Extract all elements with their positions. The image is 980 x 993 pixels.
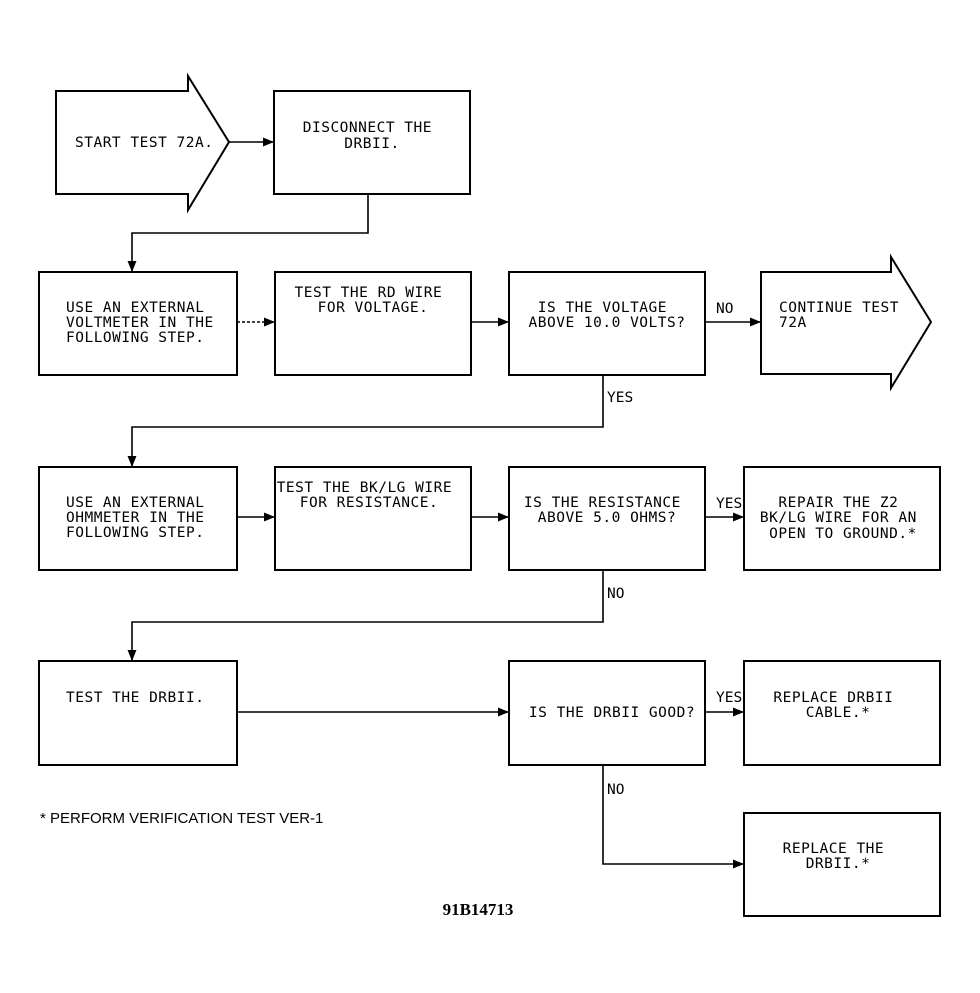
test-rd-wire-text: TEST THE RD WIRE FOR VOLTAGE. <box>295 285 452 316</box>
label-yes-drbii: YES <box>716 690 742 706</box>
replace-drbii-text: REPLACE THE DRBII.* <box>783 841 894 872</box>
test-drbii-text: TEST THE DRBII. <box>66 690 204 706</box>
label-no-voltage: NO <box>716 301 733 317</box>
continue-test-arrow-node: CONTINUE TEST 72A <box>760 253 933 392</box>
voltage-decision-node: IS THE VOLTAGE ABOVE 10.0 VOLTS? <box>508 271 706 376</box>
connector-drbii-no <box>602 765 745 869</box>
use-ohmmeter-node: USE AN EXTERNAL OHMMETER IN THE FOLLOWIN… <box>38 466 238 571</box>
test-drbii-node: TEST THE DRBII. <box>38 660 238 766</box>
replace-drbii-node: REPLACE THE DRBII.* <box>743 812 941 917</box>
test-rd-wire-node: TEST THE RD WIRE FOR VOLTAGE. <box>274 271 472 376</box>
repair-wire-text: REPAIR THE Z2 BK/LG WIRE FOR AN OPEN TO … <box>760 495 926 542</box>
footnote: * PERFORM VERIFICATION TEST VER-1 <box>40 810 323 827</box>
resistance-decision-text: IS THE RESISTANCE ABOVE 5.0 OHMS? <box>524 495 690 526</box>
connector-resistance-no <box>127 570 604 662</box>
start-test-text: START TEST 72A. <box>75 135 213 151</box>
test-bklg-wire-text: TEST THE BK/LG WIRE FOR RESISTANCE. <box>277 480 462 511</box>
label-yes-voltage: YES <box>607 390 633 406</box>
resistance-decision-node: IS THE RESISTANCE ABOVE 5.0 OHMS? <box>508 466 706 571</box>
test-bklg-wire-node: TEST THE BK/LG WIRE FOR RESISTANCE. <box>274 466 472 571</box>
continue-test-text: CONTINUE TEST 72A <box>779 300 908 331</box>
repair-wire-node: REPAIR THE Z2 BK/LG WIRE FOR AN OPEN TO … <box>743 466 941 571</box>
label-yes-resistance: YES <box>716 496 742 512</box>
use-voltmeter-node: USE AN EXTERNAL VOLTMETER IN THE FOLLOWI… <box>38 271 238 376</box>
connector-disconnect-to-voltmeter <box>127 194 369 273</box>
drbii-decision-text: IS THE DRBII GOOD? <box>529 705 695 721</box>
replace-cable-node: REPLACE DRBII CABLE.* <box>743 660 941 766</box>
start-test-arrow-node: START TEST 72A. <box>55 72 231 214</box>
disconnect-drbii-node: DISCONNECT THE DRBII. <box>273 90 471 195</box>
use-ohmmeter-text: USE AN EXTERNAL OHMMETER IN THE FOLLOWIN… <box>66 495 214 541</box>
drbii-decision-node: IS THE DRBII GOOD? <box>508 660 706 766</box>
label-no-drbii: NO <box>607 782 624 798</box>
connector-voltage-yes <box>127 375 604 468</box>
label-no-resistance: NO <box>607 586 624 602</box>
voltage-decision-text: IS THE VOLTAGE ABOVE 10.0 VOLTS? <box>529 300 686 331</box>
replace-cable-text: REPLACE DRBII CABLE.* <box>773 690 902 721</box>
disconnect-drbii-text: DISCONNECT THE DRBII. <box>303 120 441 152</box>
figure-code: 91B14713 <box>443 900 514 919</box>
use-voltmeter-text: USE AN EXTERNAL VOLTMETER IN THE FOLLOWI… <box>66 300 223 346</box>
